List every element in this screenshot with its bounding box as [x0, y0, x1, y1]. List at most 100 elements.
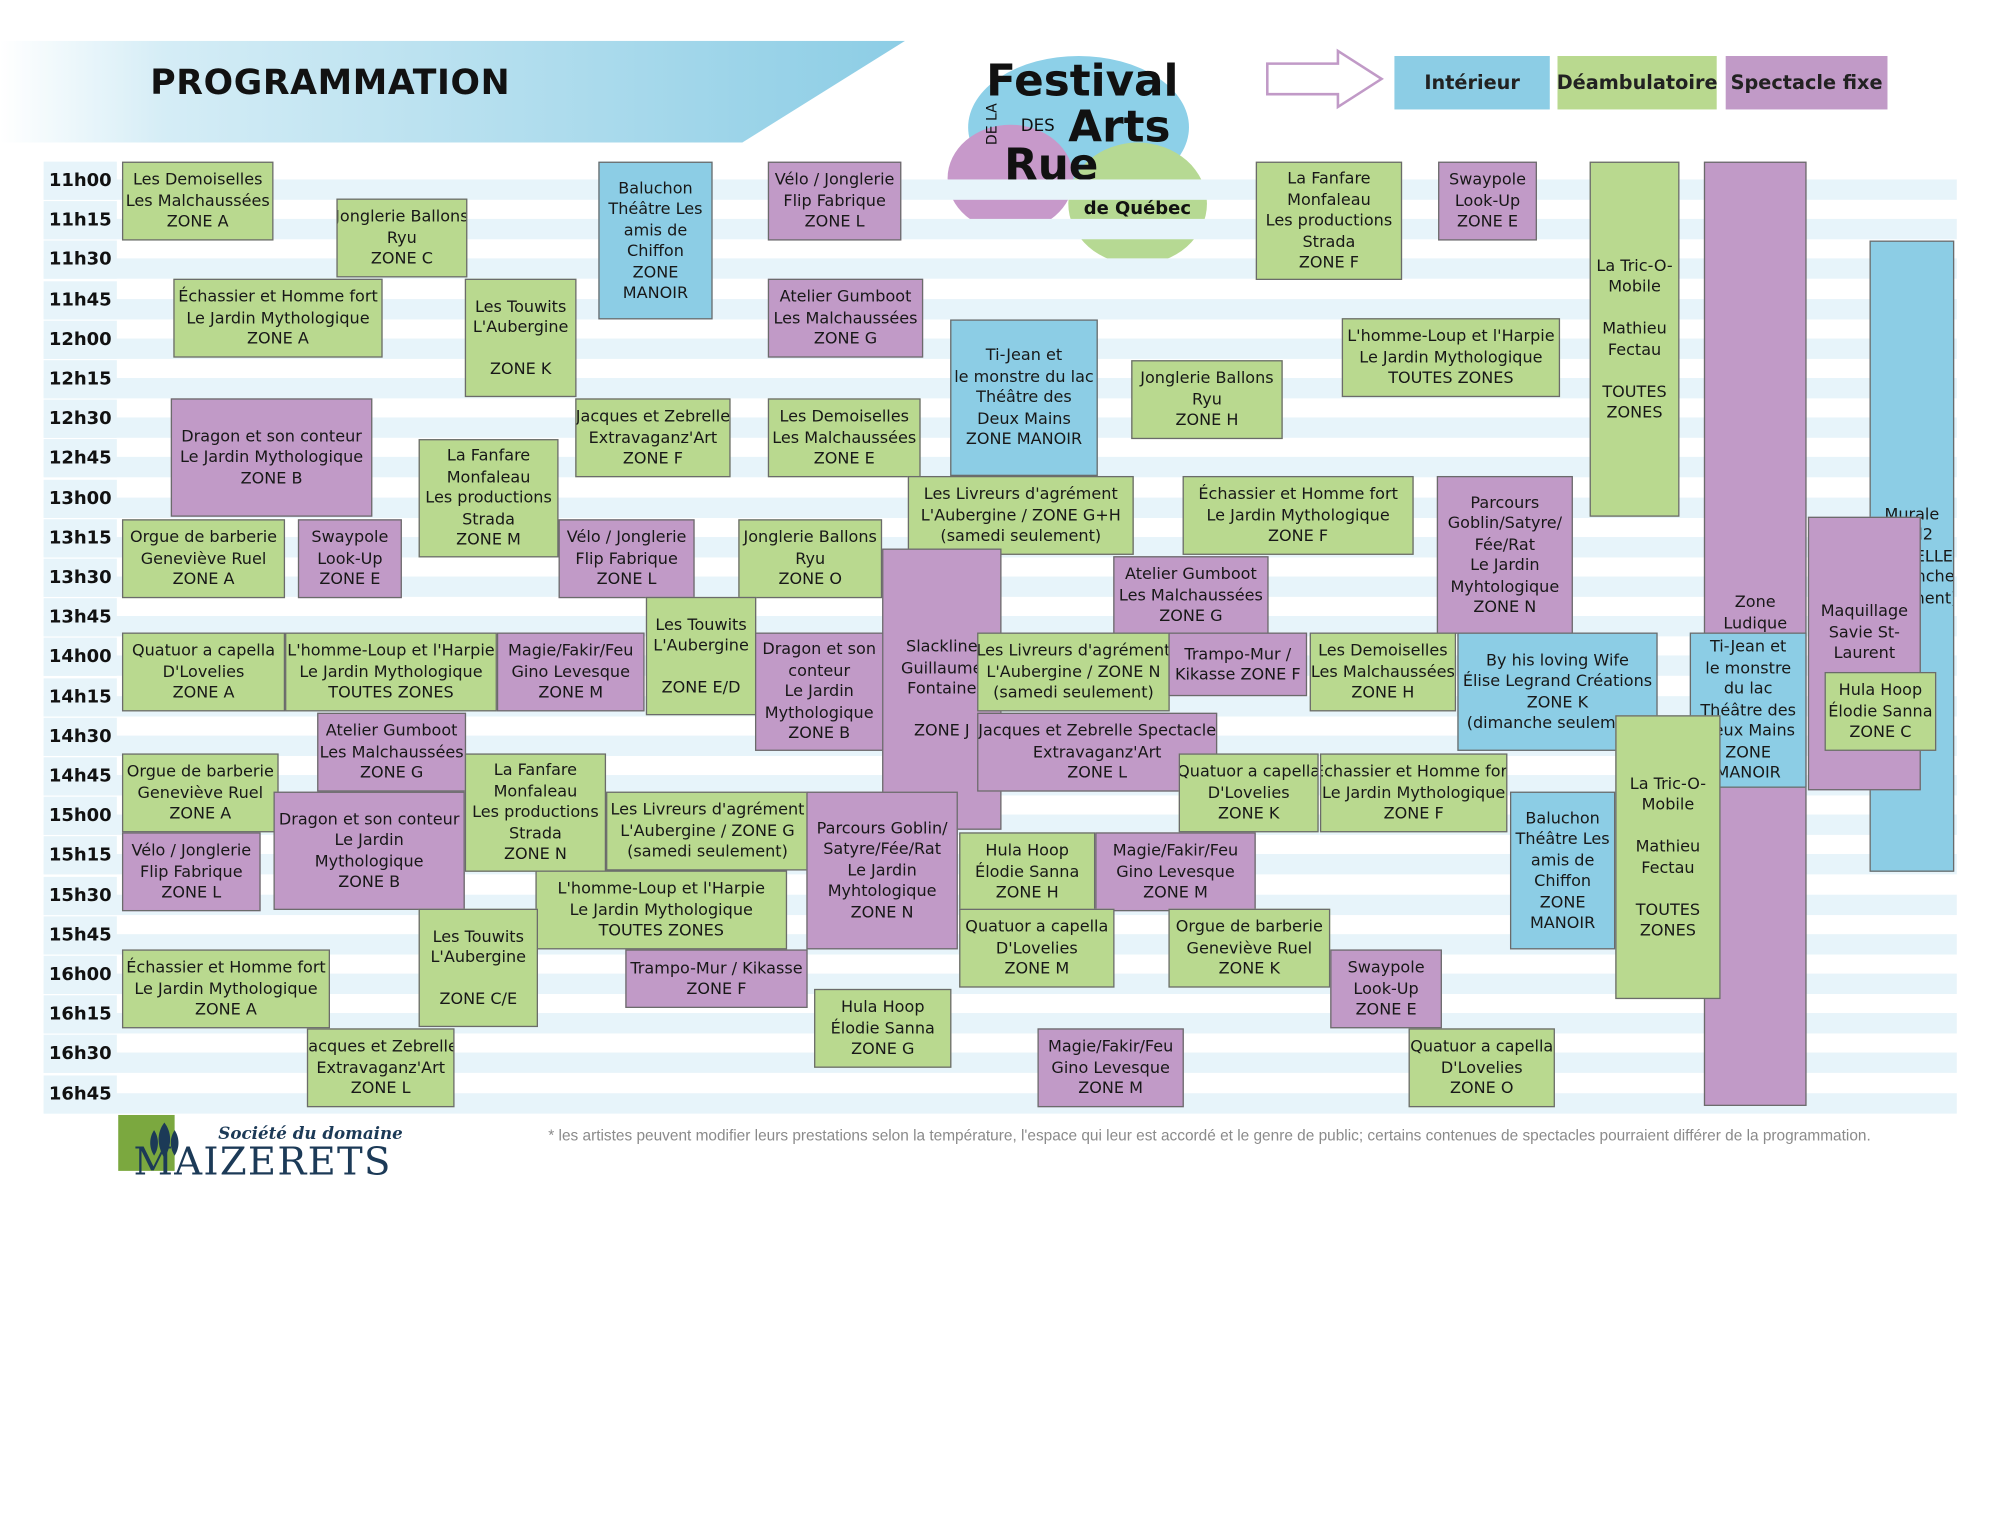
- time-label: 14h30: [43, 717, 117, 756]
- event-line: Fectau: [1607, 339, 1662, 359]
- event-line: ZONE L: [350, 1078, 411, 1098]
- event-line: ZONE O: [778, 569, 842, 589]
- event-line: Les productions: [425, 487, 552, 507]
- event-line: Élise Legrand Créations: [1462, 670, 1653, 690]
- event-line: La Fanfare: [446, 445, 531, 465]
- time-label: 13h15: [43, 519, 117, 558]
- event-line: Les Livreurs d'agrément: [923, 483, 1118, 504]
- event-line: TOUTES ZONES: [328, 682, 454, 702]
- event-line: ZONE J: [914, 720, 970, 740]
- time-label: 13h00: [43, 479, 117, 518]
- event-line: MANOIR: [622, 282, 689, 302]
- event-line: (samedi seulement): [940, 525, 1102, 546]
- event-line: Goblin/Satyre/: [1447, 512, 1562, 532]
- event-line: Flip Fabrique: [575, 548, 678, 568]
- event-line: [476, 968, 481, 989]
- event-line: Kikasse ZONE F: [1174, 664, 1301, 684]
- event-line: Gino Levesque: [1116, 861, 1235, 881]
- event-line: (samedi seulement): [627, 841, 788, 861]
- event-line: Jacques et Zebrelle: [575, 406, 731, 426]
- event-line: ZONE L: [1067, 762, 1128, 782]
- event-line: Geneviève Ruel: [137, 782, 264, 802]
- event-line: Monfaleau: [1287, 189, 1371, 209]
- event-line: Les Demoiselles: [1318, 640, 1448, 660]
- event-line: ZONE K: [1217, 803, 1280, 823]
- event-line: Fontaine: [907, 678, 977, 698]
- page-title: PROGRAMMATION: [150, 63, 511, 104]
- event-line: ZONE F: [1383, 803, 1444, 823]
- event-line: D'Lovelies: [1207, 782, 1290, 802]
- event-line: Les Malchaussées: [1310, 661, 1455, 681]
- leaf-logo-icon: [118, 1114, 179, 1171]
- event-line: Quatuor a capella: [1410, 1036, 1554, 1056]
- event-line: ZONE N: [850, 902, 914, 922]
- event-line: ZONE N: [503, 844, 567, 864]
- sponsor-line1: Société du domaine: [218, 1125, 403, 1145]
- event-line: ZONE E: [813, 448, 875, 468]
- event-line: [518, 338, 523, 359]
- time-label: 13h45: [43, 598, 117, 637]
- time-label: 16h30: [43, 1035, 117, 1074]
- event-line: Deux Mains: [977, 408, 1071, 428]
- footnote: * les artistes peuvent modifier leurs pr…: [548, 1126, 1871, 1145]
- event-line: Les Demoiselles: [779, 406, 909, 426]
- event-line: Théâtre Les: [1515, 828, 1610, 848]
- event-line: ZONE L: [596, 569, 657, 589]
- event-line: Magie/Fakir/Feu: [1112, 840, 1239, 860]
- event-line: Dragon et son conteur: [278, 808, 460, 828]
- event-line: Parcours Goblin/: [816, 818, 948, 838]
- event-line: ZONE F: [1268, 525, 1329, 546]
- event-line: Swaypole: [311, 527, 389, 547]
- event-line: Hula Hoop: [840, 996, 925, 1016]
- logo-de-quebec: de Québec: [1083, 198, 1192, 219]
- event-line: Les productions: [472, 802, 599, 822]
- event-line: La Fanfare: [493, 760, 578, 780]
- event-line: L'Aubergine: [430, 946, 527, 966]
- event-line: Le Jardin Mythologique: [1322, 782, 1506, 802]
- event-line: Les Touwits: [474, 295, 567, 315]
- event-line: ZONE MANOIR: [965, 429, 1083, 449]
- event-line: Jonglerie Ballons: [336, 206, 468, 226]
- event-line: L'homme-Loup et l'Harpie: [1347, 326, 1555, 346]
- event-line: Strada: [508, 823, 562, 843]
- event-line: Le Jardin Mythologique: [134, 978, 318, 998]
- event-line: L'Aubergine / ZONE G: [620, 820, 795, 840]
- event-line: ZONE K: [1526, 691, 1589, 711]
- event-line: Swaypole: [1347, 957, 1425, 977]
- event-line: L'Aubergine / ZONE N: [986, 661, 1161, 681]
- event-line: Orgue de barberie: [129, 527, 278, 547]
- event-line: Le Jardin Mythologique: [186, 307, 370, 327]
- legend-spectacle-fixe: Spectacle fixe: [1725, 55, 1888, 110]
- event-line: ZONE K: [489, 358, 552, 378]
- logo-des: DES: [1020, 117, 1055, 137]
- event-line: du lac: [1723, 678, 1773, 698]
- grid-stripe: [43, 258, 1957, 280]
- arrow-right-icon: [1266, 48, 1384, 110]
- event-line: ZONE E: [1456, 211, 1519, 231]
- event-line: La Fanfare: [1287, 168, 1371, 188]
- event-line: ZONE C: [370, 248, 433, 268]
- event-line: TOUTES ZONES: [1388, 368, 1514, 388]
- event-line: ZONE B: [788, 723, 851, 743]
- event-line: Théâtre des: [976, 387, 1072, 407]
- event-line: Slackline: [906, 636, 978, 656]
